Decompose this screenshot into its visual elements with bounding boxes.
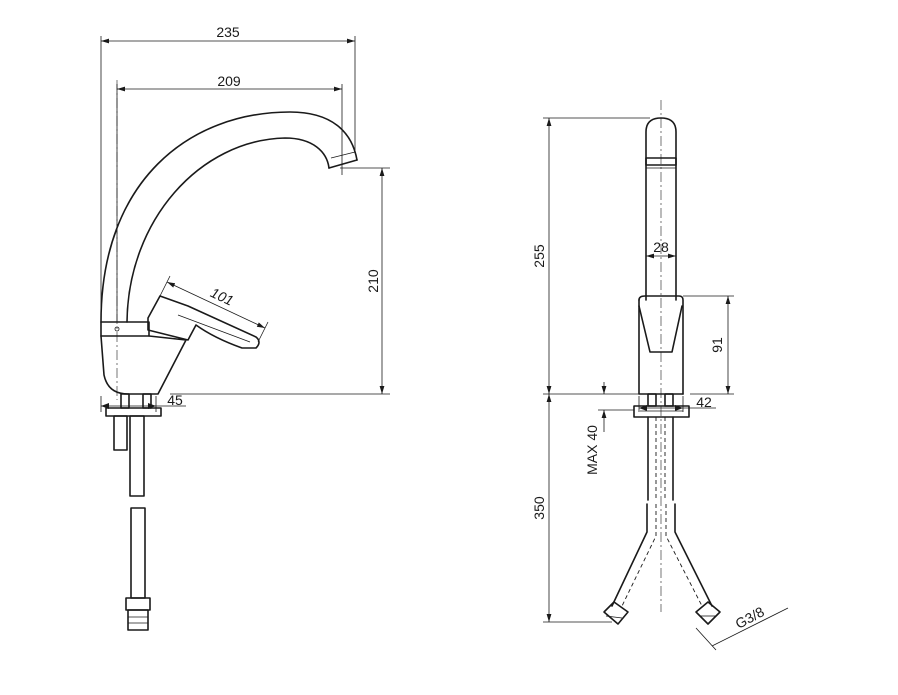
dim-hose-length: 350 <box>531 496 547 520</box>
hoses-front <box>603 416 721 625</box>
dim-spout-height: 210 <box>365 269 381 293</box>
front-view: 255 28 91 42 MAX 40 350 G3/8 <box>531 100 789 651</box>
dim-lever-length: 101 <box>208 284 236 308</box>
dim-spout-width: 28 <box>653 239 669 255</box>
dim-body-height: 91 <box>709 337 725 353</box>
spout <box>100 111 358 323</box>
dim-base-width: 42 <box>696 394 712 410</box>
dim-total-height: 255 <box>531 244 547 268</box>
mounting-front <box>633 393 690 418</box>
dim-base-diameter: 45 <box>167 392 183 408</box>
collar-ring <box>100 321 150 337</box>
dim-overall-reach: 235 <box>216 24 240 40</box>
spout-front <box>645 117 677 301</box>
dim-max-counter: MAX 40 <box>584 425 600 475</box>
dim-spout-reach: 209 <box>217 73 241 89</box>
side-view: 235 209 210 101 45 <box>100 24 390 631</box>
lever-handle <box>147 295 260 349</box>
mixer-body <box>100 335 187 395</box>
mounting-and-hose <box>105 393 162 631</box>
